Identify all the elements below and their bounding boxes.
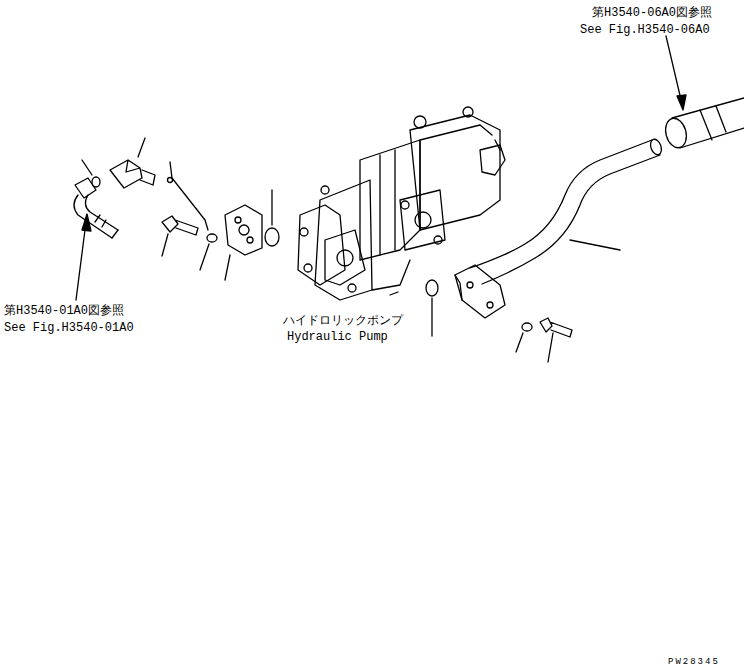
o-ring bbox=[265, 228, 279, 246]
leader-line bbox=[431, 298, 432, 336]
flange bbox=[225, 205, 262, 280]
drawing-number: PW28345 bbox=[668, 655, 720, 669]
o-ring bbox=[168, 178, 173, 183]
o-ring bbox=[426, 280, 438, 296]
leader-arrow bbox=[666, 36, 682, 104]
pump bbox=[298, 107, 505, 300]
reference-note: 第H3540-01A0図参照 bbox=[4, 304, 124, 318]
hose bbox=[74, 178, 118, 238]
leader-line bbox=[170, 162, 208, 230]
reference-note: See Fig.H3540-01A0 bbox=[4, 321, 134, 335]
leader-line bbox=[271, 190, 272, 225]
arrow-head bbox=[677, 95, 686, 110]
part-name: Hydraulic Pump bbox=[287, 330, 388, 344]
leader-arrow bbox=[76, 222, 86, 300]
hose bbox=[662, 98, 744, 150]
reference-note: See Fig.H3540-06A0 bbox=[580, 23, 710, 37]
leader-line bbox=[82, 160, 92, 175]
bolt-washer bbox=[162, 216, 217, 270]
washer-bolt bbox=[516, 318, 572, 362]
elbow-fitting bbox=[110, 138, 155, 188]
pipe bbox=[470, 138, 663, 284]
reference-note: 第H3540-06A0図参照 bbox=[592, 6, 712, 20]
pipe-flange bbox=[455, 265, 505, 318]
arrow-head bbox=[82, 214, 91, 231]
part-name: ハイドロリックポンプ bbox=[283, 314, 403, 328]
